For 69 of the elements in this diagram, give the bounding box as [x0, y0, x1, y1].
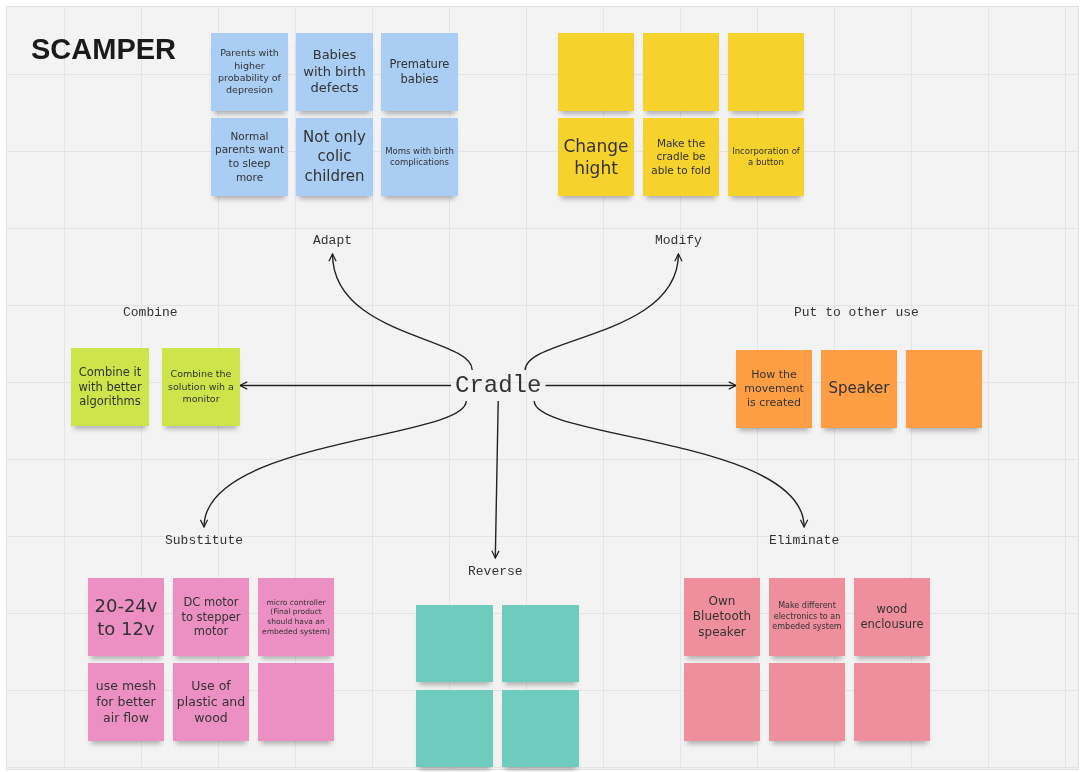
sticky-note: [381, 33, 458, 111]
sticky-text: wood enclousure: [859, 602, 925, 632]
sticky-text: Combine the solution wih a monitor: [167, 368, 235, 406]
sticky-note: [258, 663, 334, 741]
sticky-note: [728, 33, 804, 111]
sticky-text: use mesh for better air flow: [94, 677, 158, 727]
sticky-text: Moms with birth complications: [384, 145, 455, 169]
arrow: [533, 400, 807, 528]
sticky-note: [173, 663, 249, 741]
category-label: Combine: [123, 305, 178, 320]
category-label: Substitute: [165, 533, 243, 548]
title: SCAMPER: [31, 33, 176, 66]
sticky-note: [684, 578, 760, 656]
category-label: Modify: [655, 233, 702, 248]
sticky-text: Incorporation of a button: [731, 145, 801, 169]
sticky-text: Change hight: [562, 134, 630, 180]
sticky-note: [162, 348, 240, 426]
category-label: Reverse: [468, 564, 523, 579]
sticky-note: [821, 350, 897, 428]
sticky-note: [416, 605, 493, 682]
arrow: [544, 381, 737, 390]
sticky-note: [854, 663, 930, 741]
sticky-note: [173, 578, 249, 656]
sticky-text: Normal parents want to sleep more: [214, 129, 285, 185]
sticky-note: [769, 663, 845, 741]
sticky-note: [643, 118, 719, 196]
sticky-note: [736, 350, 812, 428]
sticky-note: [71, 348, 149, 426]
category-label: Put to other use: [794, 305, 919, 320]
central-topic: Cradle: [455, 372, 542, 399]
sticky-note: [769, 578, 845, 656]
sticky-note: [502, 605, 579, 682]
sticky-text: Speaker: [828, 379, 890, 399]
sticky-text: Combine it with better algorithms: [77, 364, 143, 410]
sticky-note: [381, 118, 458, 196]
arrow: [491, 400, 500, 559]
sticky-text: Own Bluetooth speaker: [691, 593, 753, 641]
sticky-text: Not only colic children: [302, 127, 367, 187]
sticky-note: [854, 578, 930, 656]
arrow: [329, 253, 473, 371]
sticky-text: How the movement is created: [743, 367, 805, 411]
sticky-note: [296, 33, 373, 111]
sticky-text: Premature babies: [388, 57, 451, 87]
sticky-text: 20-24v to 12v: [93, 593, 159, 641]
sticky-note: [906, 350, 982, 428]
sticky-text: Parents with higher probability of depresion: [217, 47, 282, 97]
arrow: [524, 253, 682, 371]
sticky-note: [684, 663, 760, 741]
sticky-note: [211, 33, 288, 111]
sticky-note: [558, 33, 634, 111]
arrow: [239, 381, 452, 390]
sticky-text: Make the cradle be able to fold: [650, 136, 712, 178]
sticky-text: Babies with birth defects: [302, 46, 367, 98]
sticky-note: [258, 578, 334, 656]
sticky-note: [88, 578, 164, 656]
sticky-text: DC motor to stepper motor: [180, 594, 242, 640]
sticky-note: [728, 118, 804, 196]
sticky-note: [416, 690, 493, 767]
arrow: [201, 400, 467, 528]
sticky-note: [502, 690, 579, 767]
sticky-note: [211, 118, 288, 196]
category-label: Adapt: [313, 233, 352, 248]
sticky-note: [643, 33, 719, 111]
sticky-note: [296, 118, 373, 196]
sticky-text: Make different electronics to an embeded system: [772, 601, 842, 633]
sticky-note: [558, 118, 634, 196]
sticky-text: Use of plastic and wood: [176, 677, 246, 727]
category-label: Eliminate: [769, 533, 840, 548]
sticky-note: [88, 663, 164, 741]
